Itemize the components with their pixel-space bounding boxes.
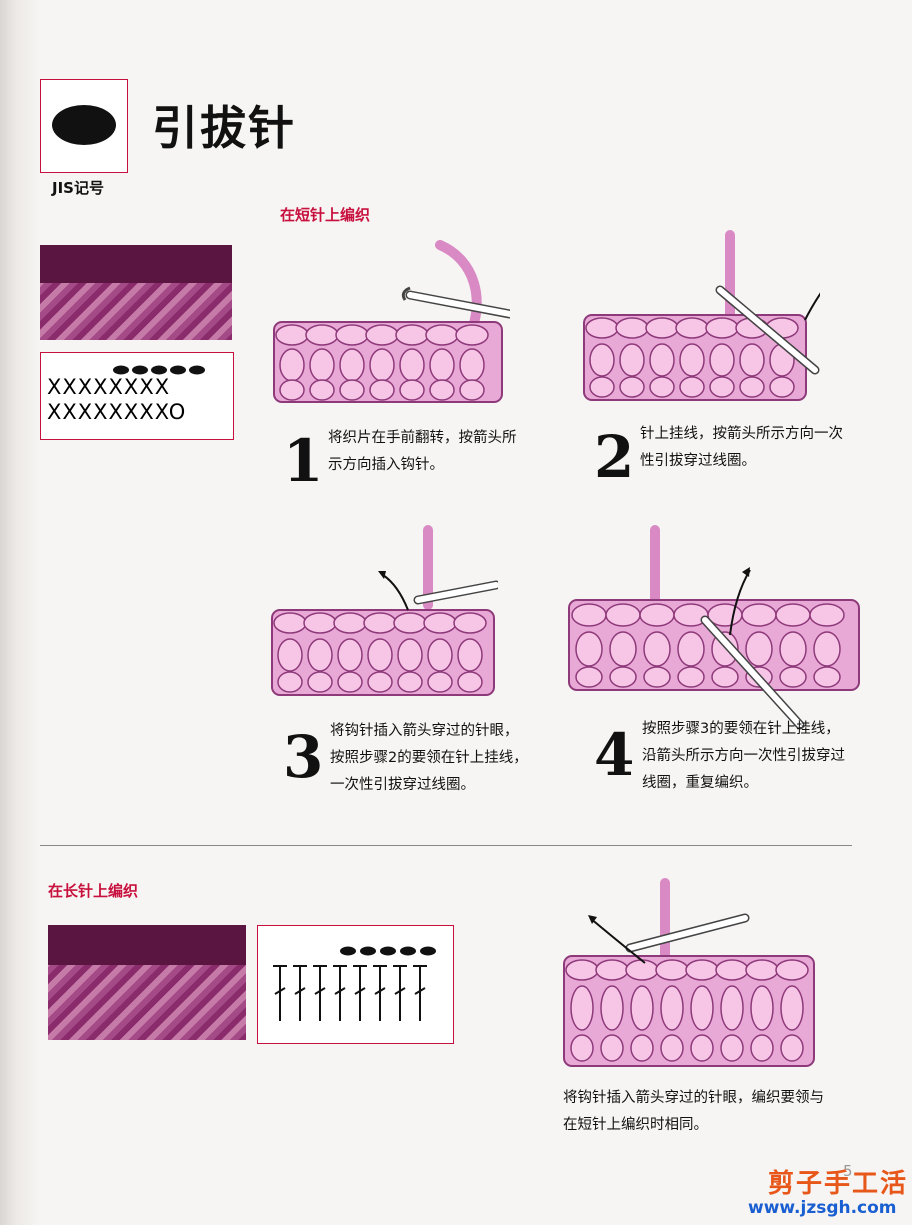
- step-2-number: 2: [594, 423, 635, 491]
- long-stitch-text: 将钩针插入箭头穿过的针眼，编织要领与在短针上编织时相同。: [563, 1090, 824, 1133]
- slip-stitch-symbol-icon: [52, 105, 116, 145]
- step-3-illustration: [271, 525, 498, 696]
- brand-url: www.jzsgh.com: [748, 1198, 897, 1218]
- symbol-chart-short-stitch: XXXXXXXX XXXXXXXXO: [40, 352, 234, 440]
- chart-row-1: XXXXXXXX: [47, 375, 170, 399]
- chart-row-2: XXXXXXXXO: [47, 400, 186, 424]
- step-1-illustration: [273, 240, 510, 403]
- long-stitch-illustration: [563, 878, 815, 1067]
- section-heading-short-stitch: 在短针上编织: [280, 206, 371, 224]
- step-2-text: 针上挂线，按箭头所示方向一次性引拔穿过线圈。: [640, 426, 843, 469]
- step-4-number: 4: [594, 721, 635, 789]
- sample-photo-short-stitch: [40, 245, 232, 340]
- step-3-number: 3: [283, 723, 324, 791]
- step-4-text: 按照步骤3的要领在针上挂线，沿箭头所示方向一次性引拔穿过线圈，重复编织。: [642, 721, 845, 791]
- brand-logo: 剪子手工活: [768, 1169, 909, 1199]
- jis-symbol-box: [40, 79, 128, 173]
- step-3-text: 将钩针插入箭头穿过的针眼，按照步骤2的要领在针上挂线，一次性引拔穿过线圈。: [330, 723, 528, 793]
- page-binding-shadow: [0, 0, 40, 1225]
- sample-photo-long-stitch: [48, 925, 246, 1040]
- page-title: 引拔针: [152, 101, 296, 155]
- step-4-illustration: [568, 525, 860, 730]
- jis-symbol-label: JIS记号: [52, 179, 104, 197]
- step-1-text: 将织片在手前翻转，按箭头所示方向插入钩针。: [328, 430, 517, 473]
- symbol-chart-long-stitch: [257, 925, 454, 1044]
- step-1-number: 1: [283, 427, 324, 495]
- step-2-illustration: [583, 230, 820, 401]
- section-divider: [40, 845, 852, 846]
- section-heading-long-stitch: 在长针上编织: [48, 882, 139, 900]
- page-number: 5: [843, 1162, 853, 1180]
